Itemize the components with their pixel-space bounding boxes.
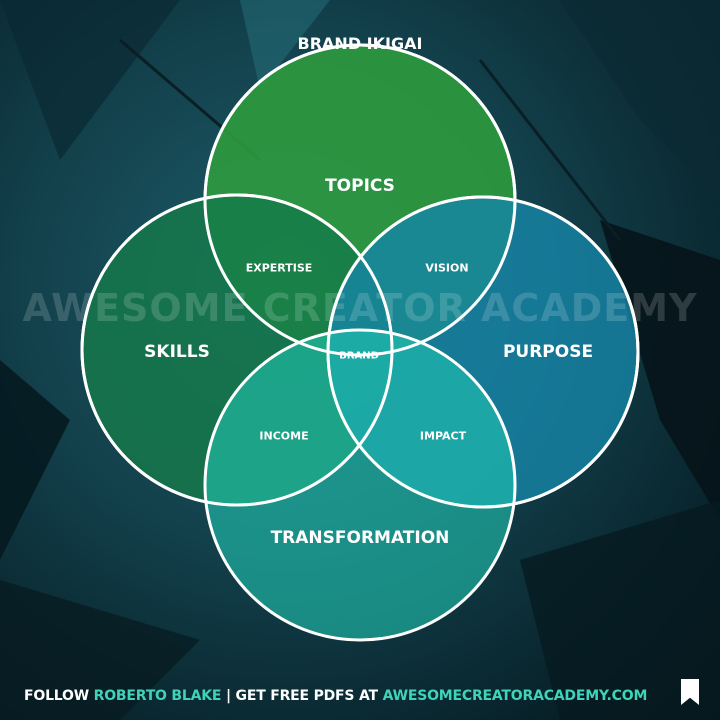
- label-topics: TOPICS: [325, 176, 395, 196]
- bookmark-icon[interactable]: [681, 679, 699, 705]
- label-purpose: PURPOSE: [502, 342, 594, 362]
- footer-author-link[interactable]: ROBERTO BLAKE: [93, 688, 222, 704]
- watermark: AWESOME CREATOR ACADEMY: [22, 286, 698, 330]
- label-income: INCOME: [259, 429, 309, 443]
- label-brand: BRAND: [339, 350, 379, 362]
- label-transformation: TRANSFORMATION: [270, 528, 450, 548]
- label-skills: SKILLS: [144, 342, 210, 362]
- label-expertise: EXPERTISE: [245, 261, 313, 275]
- page-title: BRAND IKIGAI: [297, 34, 423, 53]
- footer-cta: | GET FREE PDFS AT: [225, 688, 378, 704]
- circle-transformation: [203, 328, 517, 642]
- label-impact: IMPACT: [419, 429, 467, 443]
- label-vision: VISION: [425, 261, 469, 275]
- footer: FOLLOW ROBERTO BLAKE | GET FREE PDFS AT …: [24, 688, 647, 704]
- footer-follow: FOLLOW: [24, 688, 89, 704]
- footer-site-link[interactable]: AWESOMECREATORACADEMY.COM: [382, 688, 648, 704]
